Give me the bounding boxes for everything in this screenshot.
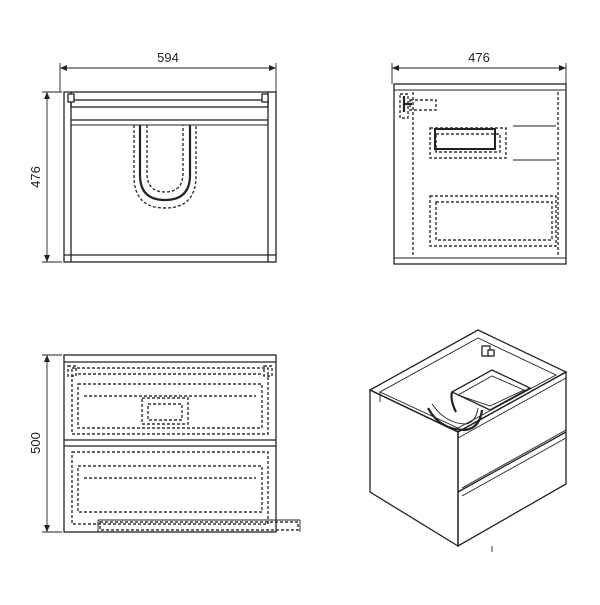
cabinet-outline-side bbox=[393, 83, 567, 265]
top-view: 594 476 bbox=[28, 50, 277, 263]
front-view: 500 bbox=[28, 354, 301, 533]
dimension-label-594: 594 bbox=[157, 50, 179, 65]
cabinet-outline-top bbox=[63, 91, 277, 263]
side-view: 476 bbox=[391, 50, 567, 265]
dimension-width-594: 594 bbox=[59, 50, 277, 92]
dimension-label-476-left: 476 bbox=[28, 166, 43, 188]
dimension-height-500: 500 bbox=[28, 354, 62, 533]
dimension-depth-476-right: 476 bbox=[391, 50, 567, 84]
cabinet-outline-front bbox=[63, 354, 277, 533]
isometric-view bbox=[368, 329, 568, 552]
dimension-label-500: 500 bbox=[28, 432, 43, 454]
dimension-label-476-right: 476 bbox=[468, 50, 490, 65]
dimension-depth-476-left: 476 bbox=[28, 91, 62, 263]
